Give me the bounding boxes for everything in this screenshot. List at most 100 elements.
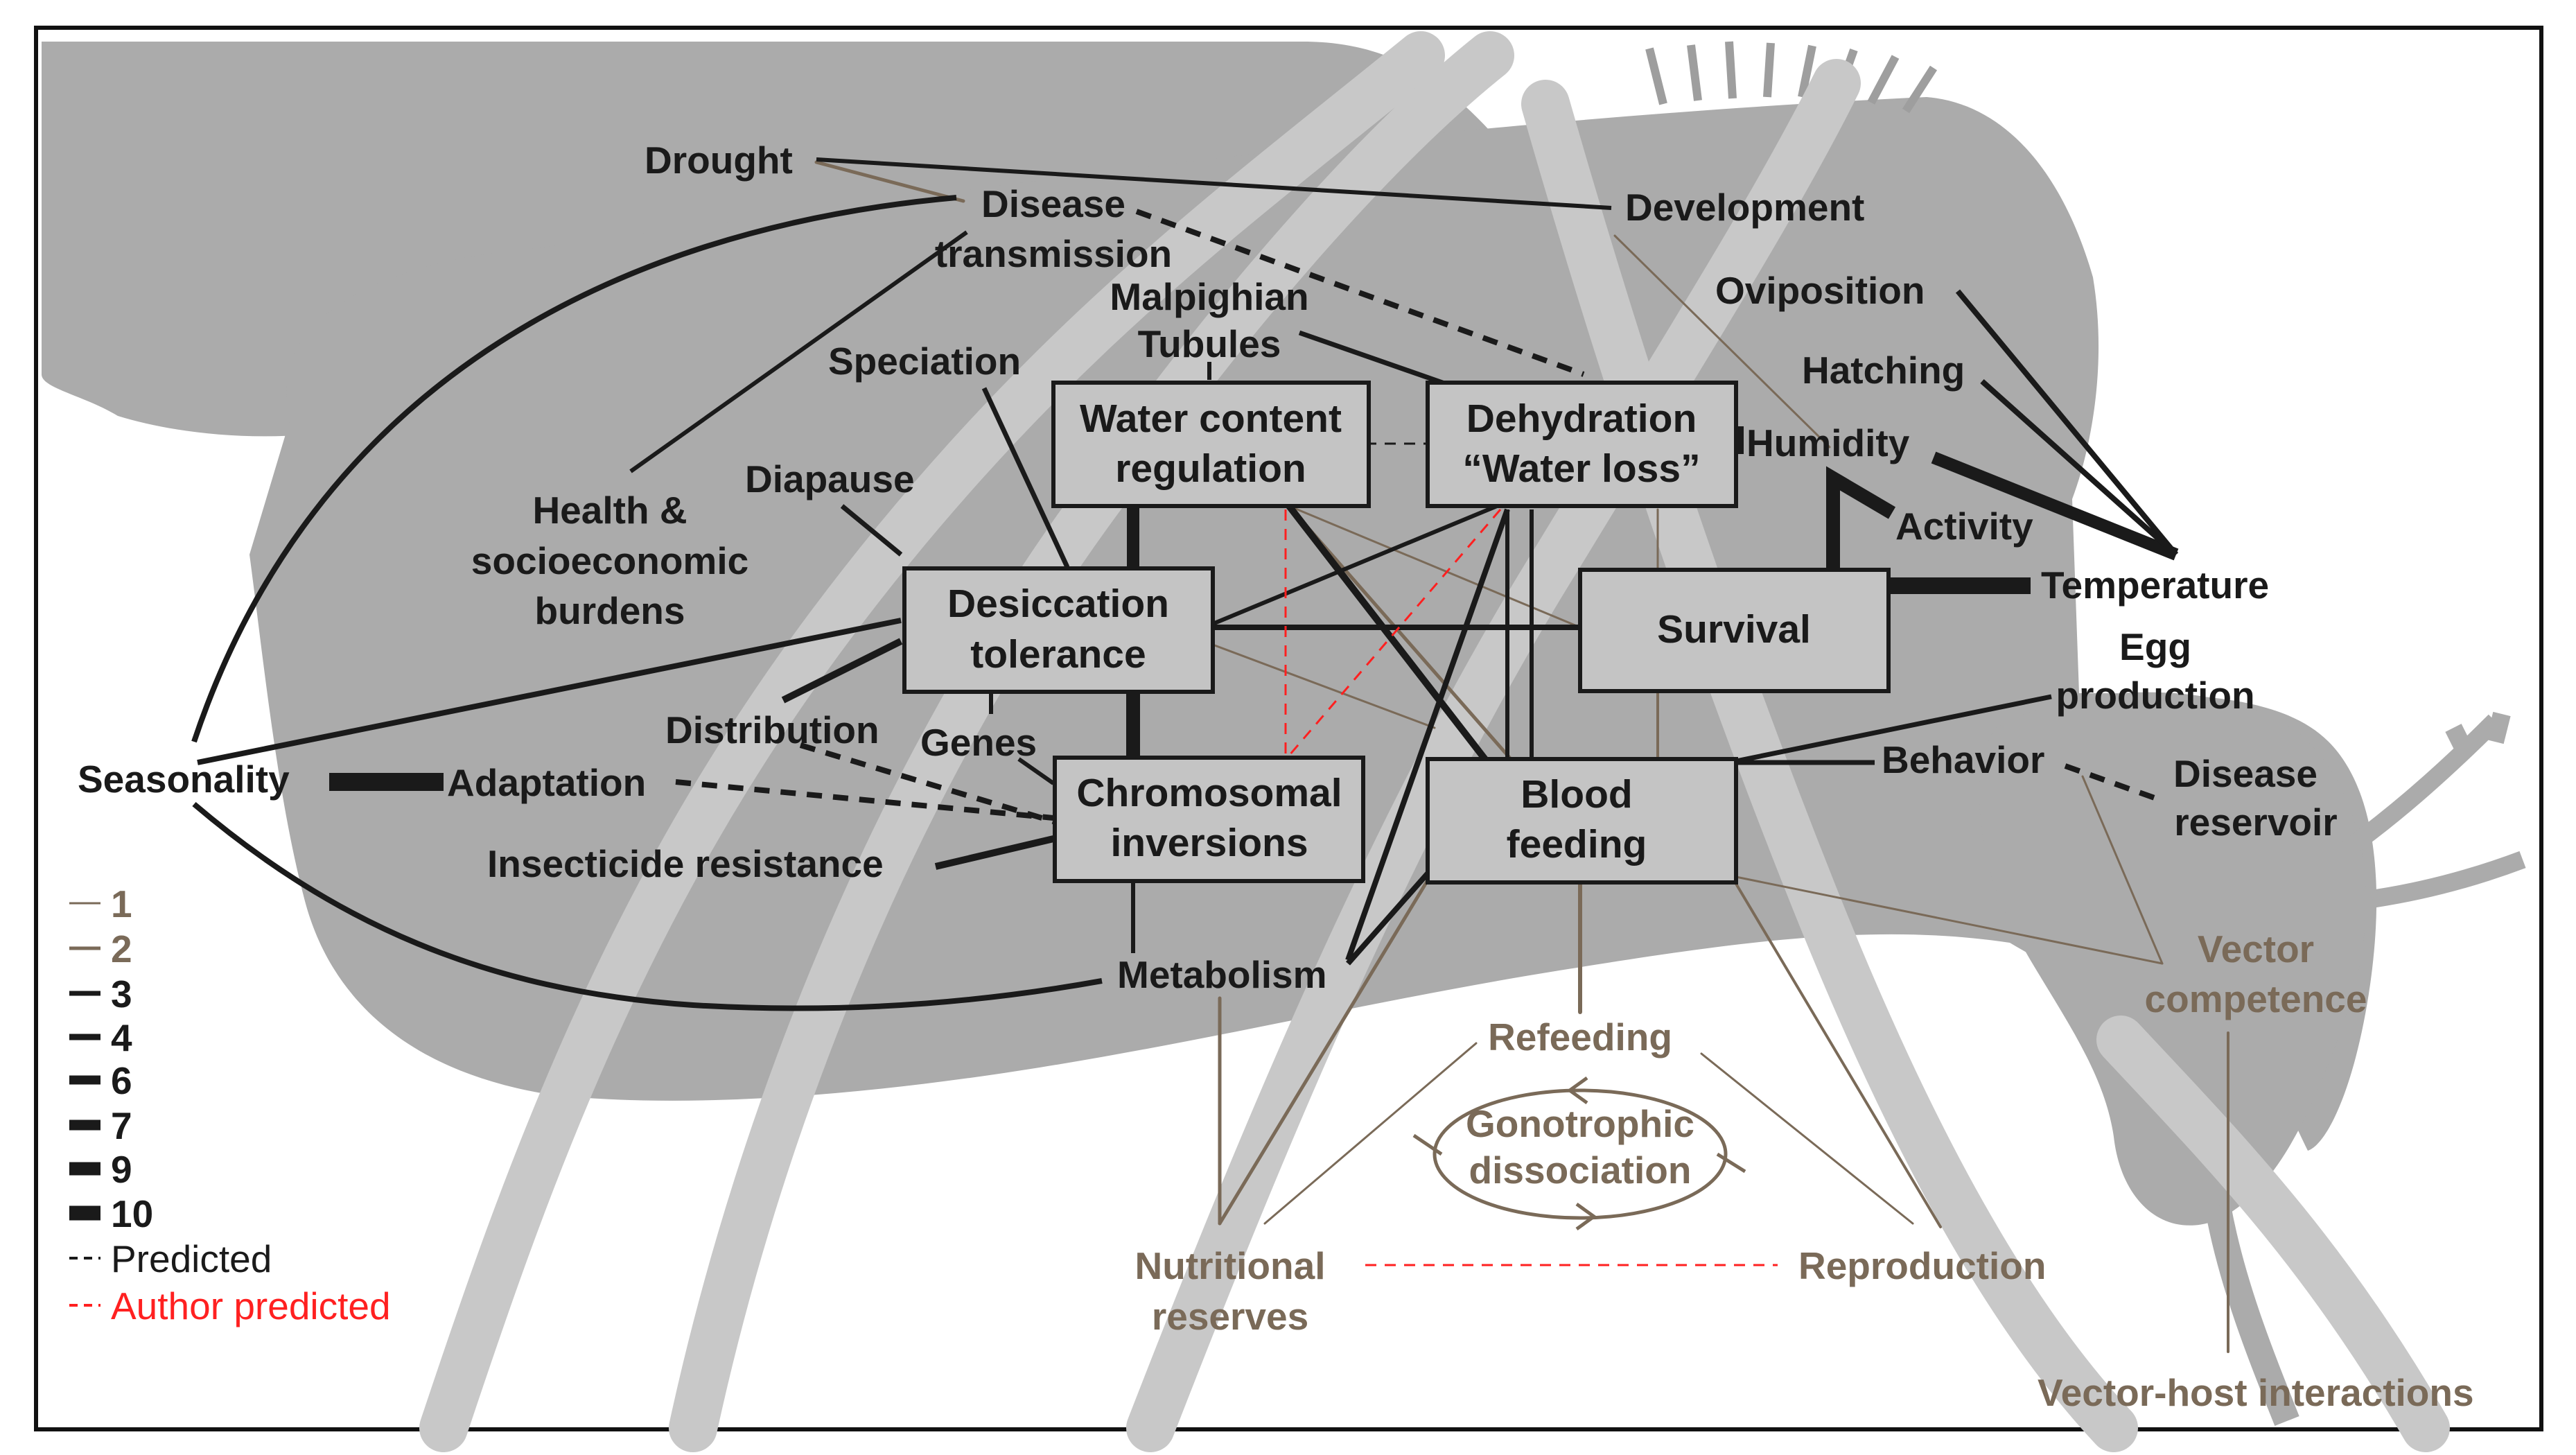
- edge-seasonality-metabolism: [192, 801, 1103, 1011]
- node-development: Development: [1625, 186, 1864, 229]
- edge-disease-health: [629, 230, 968, 473]
- node-vector-host-interactions: Vector-host interactions: [2038, 1371, 2474, 1414]
- edge-speciation-desiccation: [981, 387, 1070, 568]
- edge-refeeding-nutritional: [1263, 1042, 1478, 1225]
- node-vector-competence-1: Vector: [2198, 927, 2314, 970]
- cycle-tick-left: [1412, 1133, 1443, 1156]
- node-malpighian-1: Malpighian: [1110, 275, 1308, 318]
- node-reproduction: Reproduction: [1798, 1244, 2046, 1287]
- node-nutritional-2: reserves: [1152, 1295, 1308, 1338]
- edge-diapause-desiccation: [840, 504, 903, 557]
- node-insecticide-resistance: Insecticide resistance: [487, 842, 884, 885]
- node-vector-competence-2: competence: [2145, 977, 2367, 1020]
- node-genes: Genes: [920, 721, 1037, 764]
- edge-desiccation-distribution: [781, 638, 903, 704]
- edge-behavior-reservoir: [2064, 763, 2164, 803]
- node-nutritional-1: Nutritional: [1135, 1244, 1326, 1287]
- box-water-content: Water content regulation: [1051, 381, 1371, 508]
- legend: 1 2 3 4 6 7 9 10 Predicted Author predic…: [69, 882, 391, 1327]
- box-dehydration-line2: “Water loss”: [1462, 446, 1700, 491]
- node-disease-transmission-1: Disease: [981, 182, 1125, 225]
- edge-adaptation-chromosomal: [675, 779, 1054, 821]
- box-blood-feeding-line2: feeding: [1507, 822, 1647, 866]
- mosquito-silhouette: [42, 41, 2526, 1427]
- edges-black: [191, 157, 2179, 1011]
- box-blood-feeding: Blood feeding: [1426, 757, 1738, 885]
- cycle-tick-right: [1716, 1152, 1746, 1174]
- node-refeeding: Refeeding: [1488, 1016, 1672, 1058]
- cycle-arrow-top: [1566, 1076, 1588, 1105]
- edge-malpighian-dehydration: [1298, 330, 1450, 387]
- legend-label-predicted: Predicted: [111, 1237, 272, 1280]
- edge-behavior-vector-competence: [2081, 775, 2164, 965]
- node-oviposition: Oviposition: [1715, 269, 1925, 312]
- node-distribution: Distribution: [665, 708, 879, 751]
- edge-disease-seasonality: [191, 195, 957, 743]
- legend-label-author-predicted: Author predicted: [111, 1284, 391, 1327]
- node-drought: Drought: [645, 139, 793, 182]
- edges-predicted: [675, 209, 2164, 824]
- node-labels-black: Drought Disease transmission Development…: [78, 139, 2338, 996]
- mosquito-proboscis: [2205, 1203, 2299, 1427]
- node-gonotrophic-1: Gonotrophic: [1466, 1102, 1694, 1145]
- legend-label-3: 3: [111, 973, 132, 1016]
- node-adaptation: Adaptation: [447, 761, 646, 804]
- mosquito-antenna: [2337, 711, 2526, 910]
- node-metabolism: Metabolism: [1117, 953, 1327, 996]
- edge-insecticide-chromosomal: [934, 835, 1055, 870]
- node-health-2: socioeconomic: [471, 539, 748, 582]
- edge-blood-reproduction: [1735, 882, 1942, 1228]
- edge-distribution-chromosomal: [799, 742, 1055, 824]
- edge-drought-disease: [814, 160, 965, 203]
- node-health-3: burdens: [535, 589, 685, 632]
- edge-water-blood-thick: [1286, 503, 1489, 764]
- legend-label-4: 4: [111, 1016, 132, 1059]
- edge-genes-chromosomal: [1017, 757, 1055, 785]
- edge-drought-development: [816, 157, 1612, 210]
- node-malpighian-2: Tubules: [1138, 322, 1281, 365]
- box-water-content-line2: regulation: [1115, 446, 1306, 491]
- box-chromosomal-line1: Chromosomal: [1076, 771, 1342, 815]
- node-gonotrophic-2: dissociation: [1469, 1149, 1692, 1192]
- mosquito-body: [249, 97, 2377, 1151]
- legend-label-9: 9: [111, 1148, 132, 1191]
- box-survival-label: Survival: [1657, 607, 1811, 652]
- edge-hatching-temperature: [1980, 379, 2178, 557]
- edge-desiccation-blood: [1211, 643, 1436, 729]
- node-diapause: Diapause: [745, 458, 915, 500]
- node-egg-production-1: Egg: [2119, 625, 2191, 668]
- legend-label-1: 1: [111, 882, 132, 925]
- box-desiccation: Desiccation tolerance: [902, 566, 1215, 694]
- node-disease-reservoir-1: Disease: [2173, 752, 2317, 795]
- leg-1: [419, 31, 1445, 1452]
- box-chromosomal: Chromosomal inversions: [1053, 756, 1365, 883]
- gonotrophic-cycle: [1412, 1076, 1746, 1231]
- box-blood-feeding-line1: Blood: [1521, 772, 1632, 817]
- box-water-content-line1: Water content: [1080, 397, 1342, 441]
- legend-label-2: 2: [111, 927, 132, 970]
- node-health-1: Health &: [532, 489, 687, 532]
- edge-humidity-survival: [1826, 466, 1896, 572]
- edge-dehydration-metabolism: [1345, 508, 1510, 961]
- edge-disease-dehydration: [1135, 209, 1585, 377]
- edge-refeeding-reproduction: [1700, 1052, 1914, 1225]
- node-humidity: Humidity: [1746, 421, 1910, 464]
- box-chromosomal-line2: inversions: [1110, 821, 1308, 865]
- edge-blood-vector-competence: [1735, 875, 2164, 965]
- node-disease-transmission-2: transmission: [935, 232, 1172, 275]
- node-behavior: Behavior: [1882, 738, 2044, 781]
- leg-4: [1521, 80, 2138, 1452]
- node-speciation: Speciation: [828, 340, 1021, 383]
- edge-humidity-temperature: [1931, 451, 2179, 561]
- edge-dehydration-desiccation: [1211, 504, 1498, 626]
- edge-blood-nutritional: [1218, 878, 1430, 1226]
- node-seasonality: Seasonality: [78, 758, 290, 801]
- edge-desiccation-seasonality: [197, 618, 902, 765]
- node-disease-reservoir-2: reservoir: [2174, 801, 2337, 844]
- legend-label-10: 10: [111, 1192, 153, 1235]
- edge-development-humidity: [1613, 234, 1831, 448]
- box-desiccation-line2: tolerance: [970, 632, 1146, 677]
- edge-dehydration-chromosomal: [1288, 509, 1502, 756]
- box-dehydration-line1: Dehydration: [1466, 397, 1697, 441]
